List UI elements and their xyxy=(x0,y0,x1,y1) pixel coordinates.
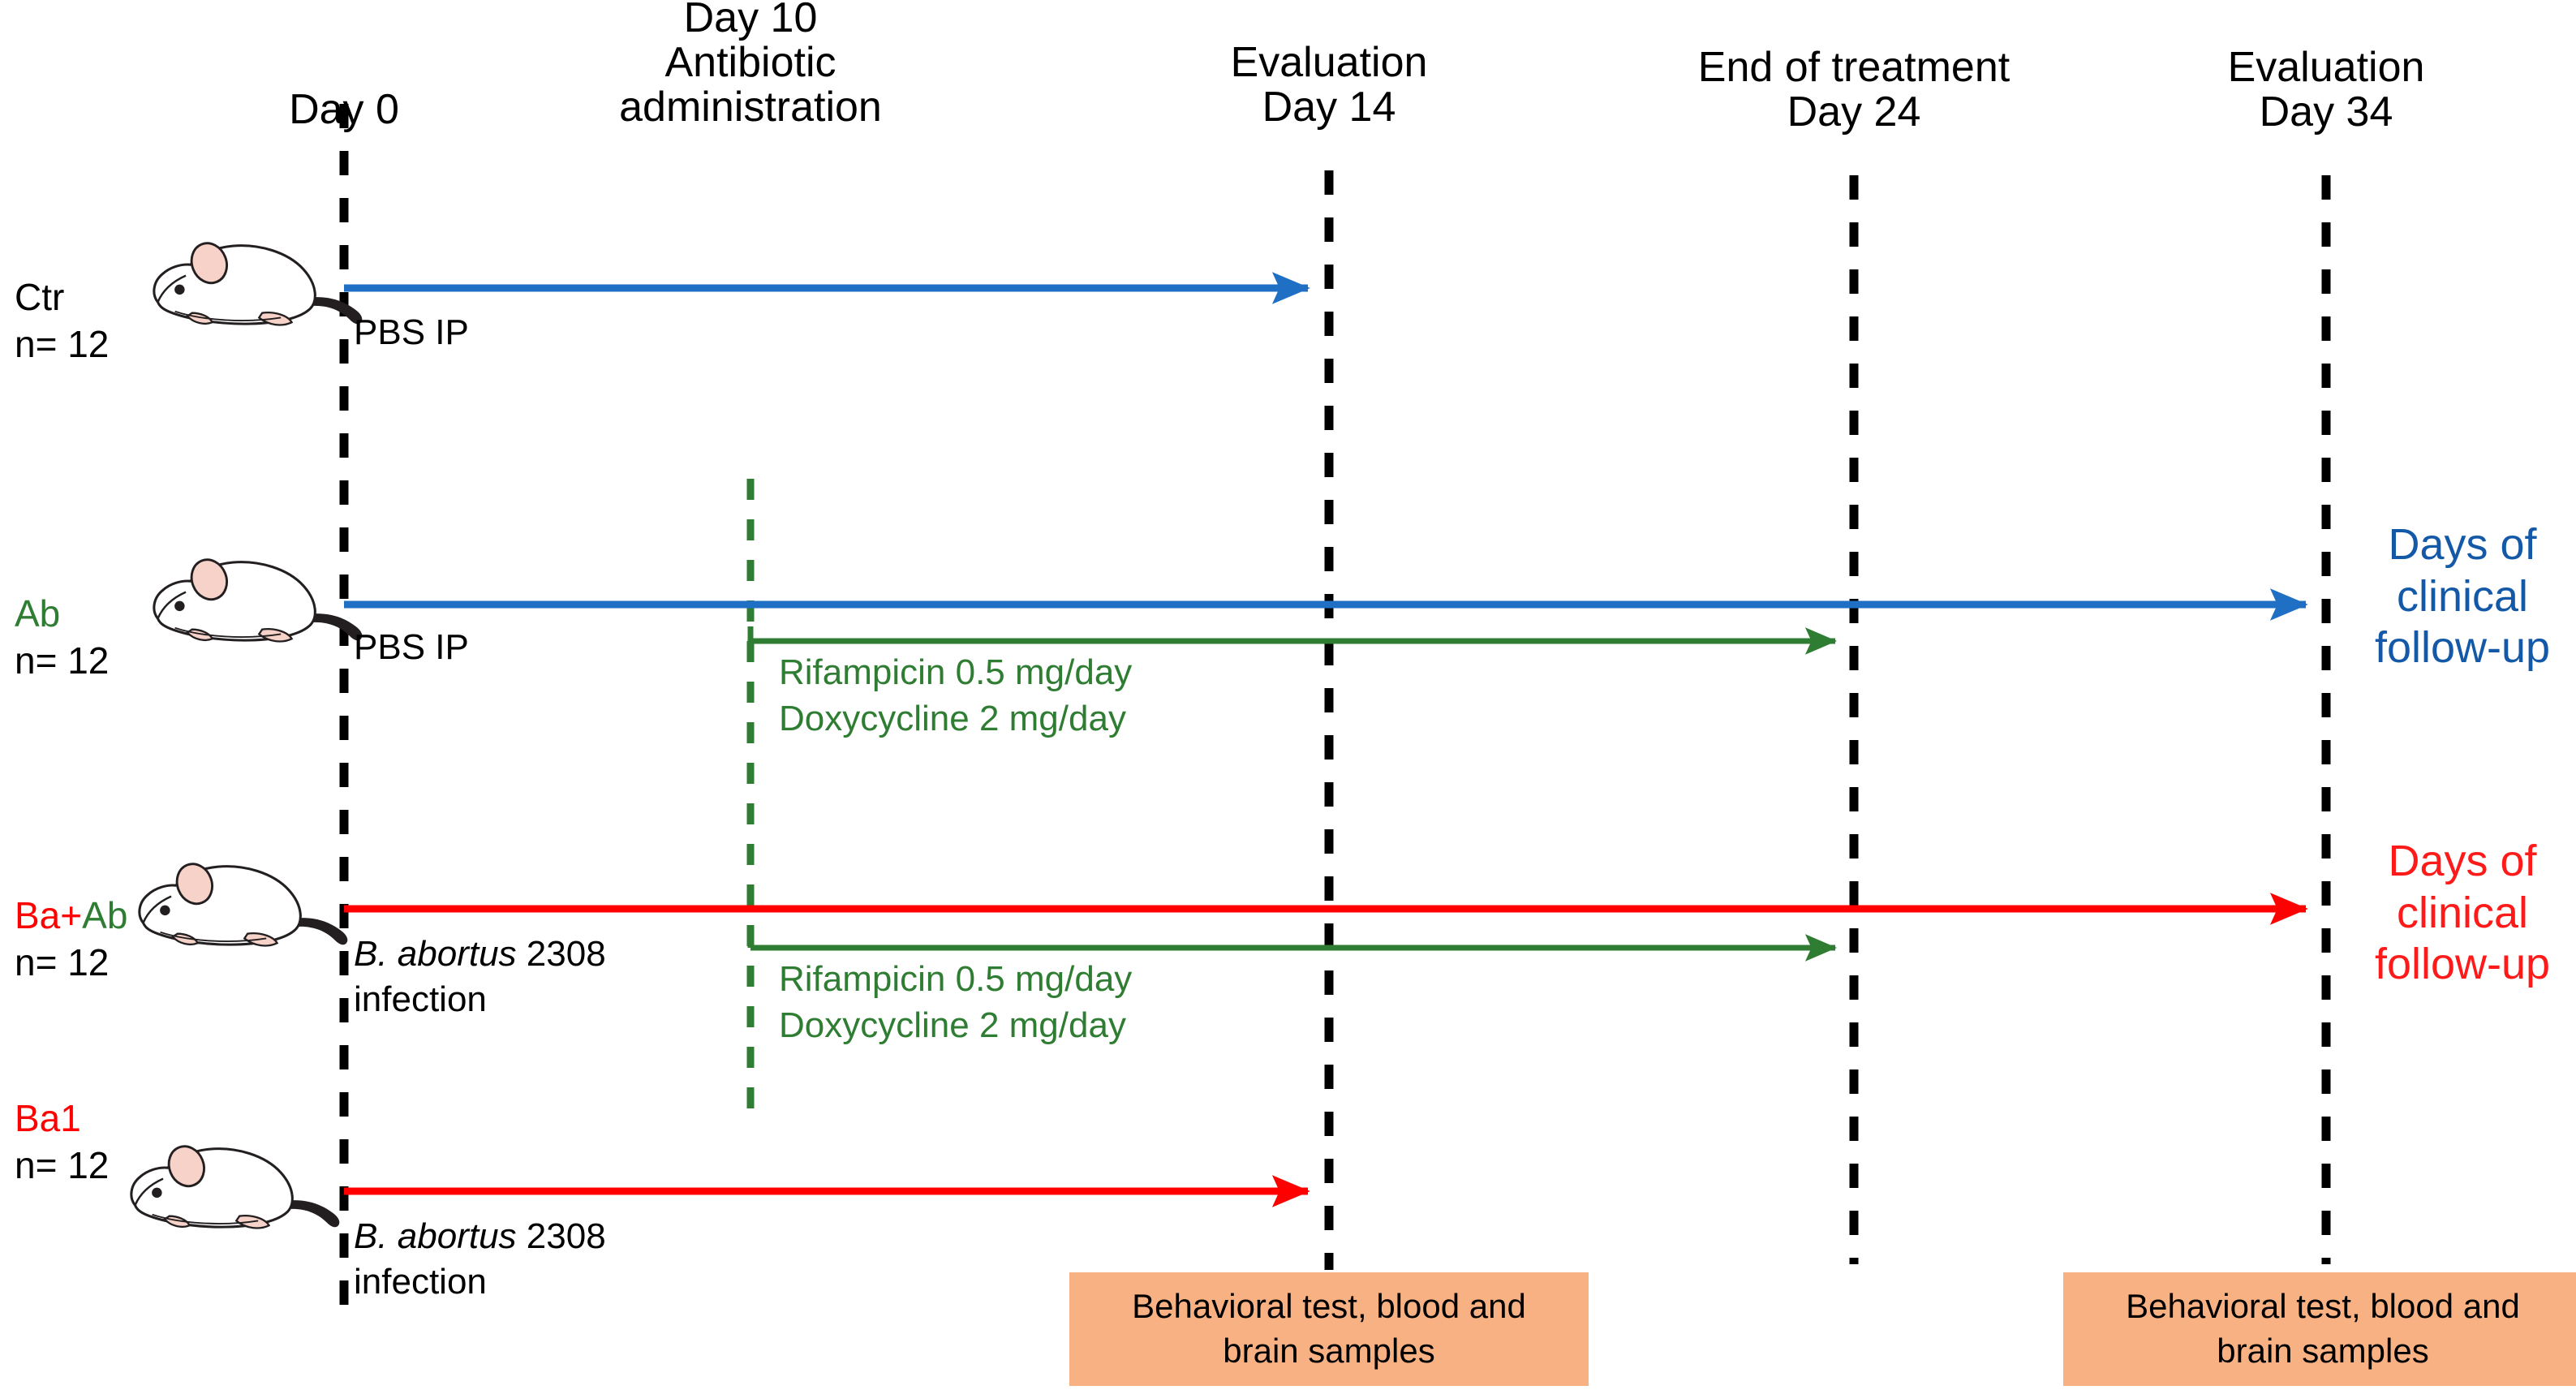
group-name-baab: Ba+Ab xyxy=(15,893,127,940)
marker-label-day0: Day 0 xyxy=(289,86,399,133)
group-label-baab: Ba+Ab n= 12 xyxy=(15,893,127,987)
marker-label-day34: Evaluation Day 34 xyxy=(2227,44,2425,136)
annotation-ab-treatment: PBS IP xyxy=(354,627,469,667)
marker-label-day14: Evaluation Day 14 xyxy=(1230,39,1428,131)
group-n-ctr: n= 12 xyxy=(15,322,110,365)
species-name-baab: B. abortus xyxy=(354,934,517,974)
group-label-ctr: Ctr n= 12 xyxy=(15,274,109,368)
annotation-baab-antibiotic: Rifampicin 0.5 mg/day Doxycycline 2 mg/d… xyxy=(779,956,1132,1048)
annotation-baab-treatment: B. abortus 2308 infection xyxy=(354,932,606,1023)
annotation-ba1-treatment: B. abortus 2308 infection xyxy=(354,1214,606,1306)
followup-label-baab: Days of clinical follow-up xyxy=(2374,837,2551,989)
mouse-icon-ab xyxy=(153,553,363,643)
annotation-ctr-treatment: PBS IP xyxy=(354,312,469,352)
marker-label-day24: End of treatment Day 24 xyxy=(1697,44,2010,136)
annotation-ab-antibiotic-line1: Rifampicin 0.5 mg/day xyxy=(779,652,1133,692)
mouse-icon-baab xyxy=(138,857,349,947)
group-name-baab-red: Ba+ xyxy=(15,894,83,936)
mouse-icon-ctr xyxy=(153,236,363,326)
annotation-baab-antibiotic-line2: Doxycycline 2 mg/day xyxy=(779,1005,1126,1046)
arrow-ab-antibiotic xyxy=(747,626,1838,655)
group-n-ba1: n= 12 xyxy=(15,1143,110,1186)
group-label-ba1: Ba1 n= 12 xyxy=(15,1095,109,1190)
arrow-baab-antibiotic xyxy=(747,933,1838,962)
annotation-ba1-rest: 2308 infection xyxy=(354,1216,606,1302)
group-n-baab: n= 12 xyxy=(15,940,110,983)
annotation-ab-antibiotic-line2: Doxycycline 2 mg/day xyxy=(779,699,1126,739)
marker-label-day10: Day 10 Antibiotic administration xyxy=(619,0,882,131)
species-name-ba1: B. abortus xyxy=(354,1216,517,1256)
group-name-ab: Ab xyxy=(15,592,61,635)
group-name-ctr: Ctr xyxy=(15,276,65,318)
sample-box-day14: Behavioral test, blood and brain samples xyxy=(1069,1272,1589,1386)
group-label-ab: Ab n= 12 xyxy=(15,591,109,685)
sample-box-day34: Behavioral test, blood and brain samples xyxy=(2063,1272,2576,1386)
group-n-ab: n= 12 xyxy=(15,639,110,682)
group-name-baab-green: Ab xyxy=(82,894,128,936)
mouse-icon-ba1 xyxy=(130,1139,341,1229)
group-name-ba1: Ba1 xyxy=(15,1097,81,1139)
followup-label-ab: Days of clinical follow-up xyxy=(2374,520,2551,673)
annotation-baab-antibiotic-line1: Rifampicin 0.5 mg/day xyxy=(779,959,1133,999)
annotation-baab-rest: 2308 infection xyxy=(354,934,606,1020)
annotation-ab-antibiotic: Rifampicin 0.5 mg/day Doxycycline 2 mg/d… xyxy=(779,649,1132,742)
